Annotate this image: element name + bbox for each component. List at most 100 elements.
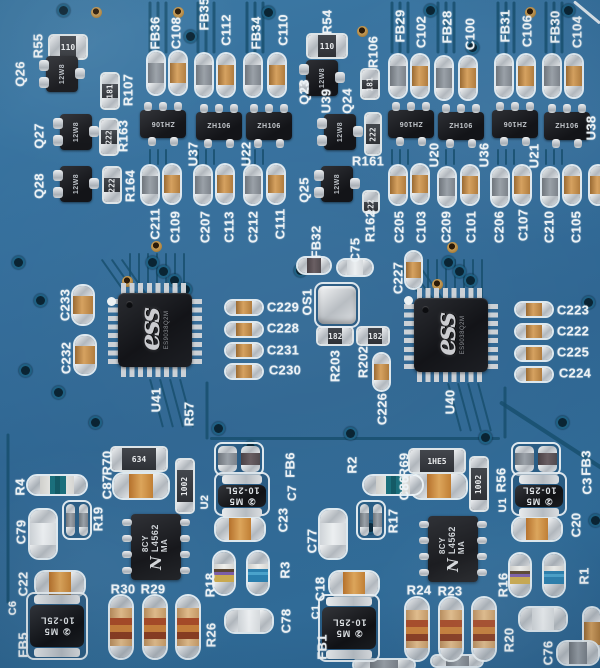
capacitor-body [79, 512, 88, 528]
capacitor-body [148, 63, 164, 83]
capacitor-body [460, 68, 476, 88]
copper-trace [165, 149, 167, 165]
capacitor-body [436, 68, 452, 88]
silkscreen-label: FB34 [248, 16, 264, 50]
solder-terminal [390, 55, 406, 67]
transistor-sot23: 12W8 [53, 166, 99, 202]
chip-pins [417, 370, 485, 382]
resistor-body [544, 566, 564, 584]
capacitor-body [496, 66, 512, 86]
capacitor-body [514, 176, 530, 194]
chip-capacitor [437, 166, 457, 208]
copper-trace [503, 386, 507, 439]
gold-pad [121, 275, 133, 287]
capacitor-body [245, 176, 261, 194]
capacitor-body [566, 66, 582, 86]
chip-pins [190, 296, 202, 364]
capacitor-body [235, 323, 253, 336]
resistor-body: 222 [366, 124, 380, 144]
capacitor-body [142, 176, 158, 194]
oscillator-can [318, 286, 356, 324]
resistor-terminal [362, 70, 378, 80]
resistor-marking: 1HE5 [427, 456, 447, 466]
resistor-terminal [362, 89, 378, 98]
solder-terminal [462, 166, 478, 177]
solder-terminal [218, 446, 237, 454]
silkscreen-label: R20 [501, 627, 517, 653]
resistor-terminal [336, 35, 346, 57]
solder-terminal [566, 55, 582, 67]
inductor-marking-line: 10-25L [331, 618, 367, 628]
chip-text-line: MA [456, 540, 466, 555]
regulator-marking: ZH106 [207, 122, 231, 130]
solder-pad [326, 650, 372, 659]
solder-terminal [241, 464, 260, 472]
silkscreen-label: C207 [197, 210, 213, 244]
silkscreen-label: C103 [413, 210, 429, 244]
silkscreen-label: R70 [99, 450, 115, 476]
solder-terminal [553, 608, 566, 630]
solder-terminal [338, 260, 348, 275]
capacitor-body [269, 65, 285, 85]
solder-terminal [195, 166, 211, 177]
solder-terminal [406, 252, 421, 262]
solder-terminal [468, 656, 482, 666]
silkscreen-label: U37 [185, 141, 201, 167]
silkscreen-label: C86 [396, 475, 412, 501]
capacitor-body [306, 258, 322, 273]
chip-leg [180, 519, 190, 526]
regulator-leg [552, 139, 560, 148]
capacitor [515, 446, 534, 472]
copper-trace [213, 149, 215, 165]
resistor-cap [214, 552, 234, 564]
silkscreen-label: R26 [203, 622, 219, 648]
chip-leg [122, 567, 132, 574]
resistor-band [248, 574, 268, 582]
chip-capacitor [336, 258, 374, 277]
resistor-body [110, 608, 132, 646]
solder-terminal [226, 344, 236, 357]
capacitor-body [196, 65, 212, 85]
solder-terminal [30, 510, 56, 523]
silkscreen-label: C78 [278, 608, 294, 634]
silkscreen-label: C77 [304, 528, 320, 554]
chip-capacitor [514, 366, 554, 383]
chip-capacitor [243, 164, 263, 206]
solder-terminal [30, 545, 56, 558]
gold-pad [431, 278, 443, 290]
resistor-marking: 222 [107, 177, 117, 193]
solder-terminal [164, 165, 180, 176]
solder-terminal [373, 527, 382, 536]
resistor-body: 634 [122, 448, 156, 470]
chip-resistor: 222 [102, 166, 122, 204]
solder-terminal [460, 57, 476, 69]
silkscreen-label: C231 [266, 342, 300, 358]
regulator-leg [472, 104, 480, 113]
resistor-marking: 1002 [474, 474, 484, 494]
regulator-leg [226, 139, 234, 148]
solder-terminal [548, 518, 561, 540]
transistor-sot23: 12W8 [317, 114, 363, 150]
resistor-cap [406, 598, 428, 610]
regulator-leg [392, 102, 400, 111]
resistor-band [406, 619, 428, 627]
capacitor-body [245, 65, 261, 85]
silkscreen-label: C226 [374, 392, 390, 426]
capacitor-pair [356, 500, 386, 540]
copper-trace [205, 149, 207, 165]
chip-capacitor [214, 516, 266, 542]
solder-terminal [251, 518, 264, 540]
axial-resistor [142, 594, 168, 660]
transistor-leg [317, 135, 327, 146]
silkscreen-label: Q23 [296, 79, 312, 105]
silkscreen-label: C76 [540, 640, 556, 666]
solder-terminal [390, 166, 406, 177]
silkscreen-label: OS1 [299, 288, 315, 316]
silkscreen-label: C6 [7, 600, 19, 616]
regulator-leg [548, 104, 556, 113]
chip-pins [121, 365, 189, 377]
solder-terminal [590, 166, 600, 177]
